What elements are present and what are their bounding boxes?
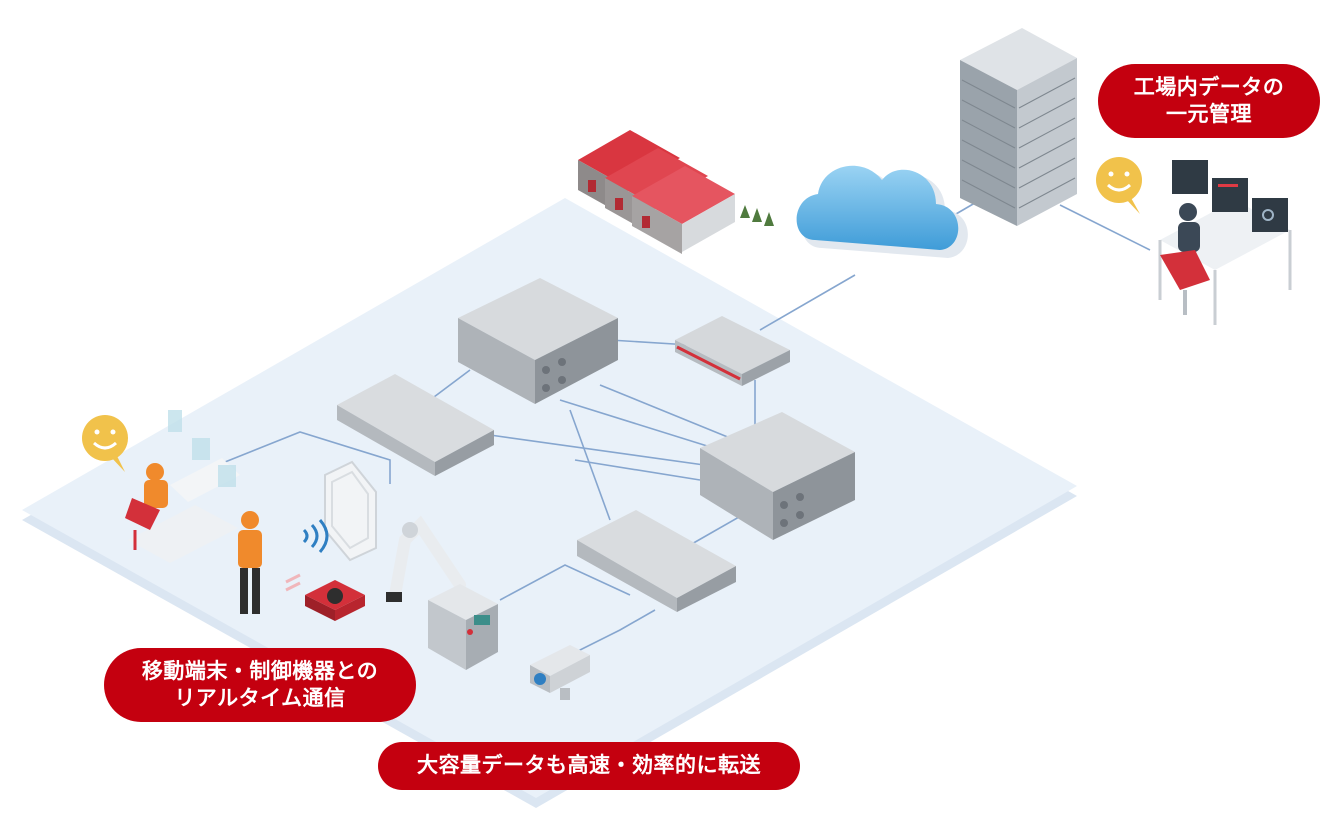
mobile-realtime-line1: 移動端末・制御機器との xyxy=(141,658,379,683)
bulk-transfer-text: 大容量データも高速・効率的に転送 xyxy=(417,753,761,778)
smile-icon xyxy=(82,415,128,472)
robot-arm-icon xyxy=(386,515,498,670)
factory-icon xyxy=(578,130,735,254)
switch-icon xyxy=(337,374,494,476)
trees xyxy=(740,205,774,226)
central-management-line1: 工場内データの xyxy=(1133,74,1285,99)
router-icon xyxy=(675,316,790,386)
wifi-icon xyxy=(302,519,329,553)
desk-worker-icon xyxy=(125,410,240,563)
central-management-line2: 一元管理 xyxy=(1166,102,1252,126)
mobile-realtime-label: 移動端末・制御機器との リアルタイム通信 xyxy=(104,648,416,722)
switch-icon xyxy=(577,510,736,612)
central-management-label: 工場内データの 一元管理 xyxy=(1098,64,1320,138)
switch-icon xyxy=(700,412,855,540)
camera-icon xyxy=(530,645,590,700)
server-tower-icon xyxy=(960,28,1077,226)
smile-icon xyxy=(1096,157,1142,214)
worker-icon xyxy=(238,511,262,614)
switch-icon xyxy=(458,278,618,404)
mobile-robot-icon xyxy=(285,573,365,621)
bulk-transfer-label: 大容量データも高速・効率的に転送 xyxy=(378,742,800,790)
cloud-icon xyxy=(796,165,968,258)
operator-icon xyxy=(1158,160,1292,325)
mobile-realtime-line2: リアルタイム通信 xyxy=(174,686,346,710)
